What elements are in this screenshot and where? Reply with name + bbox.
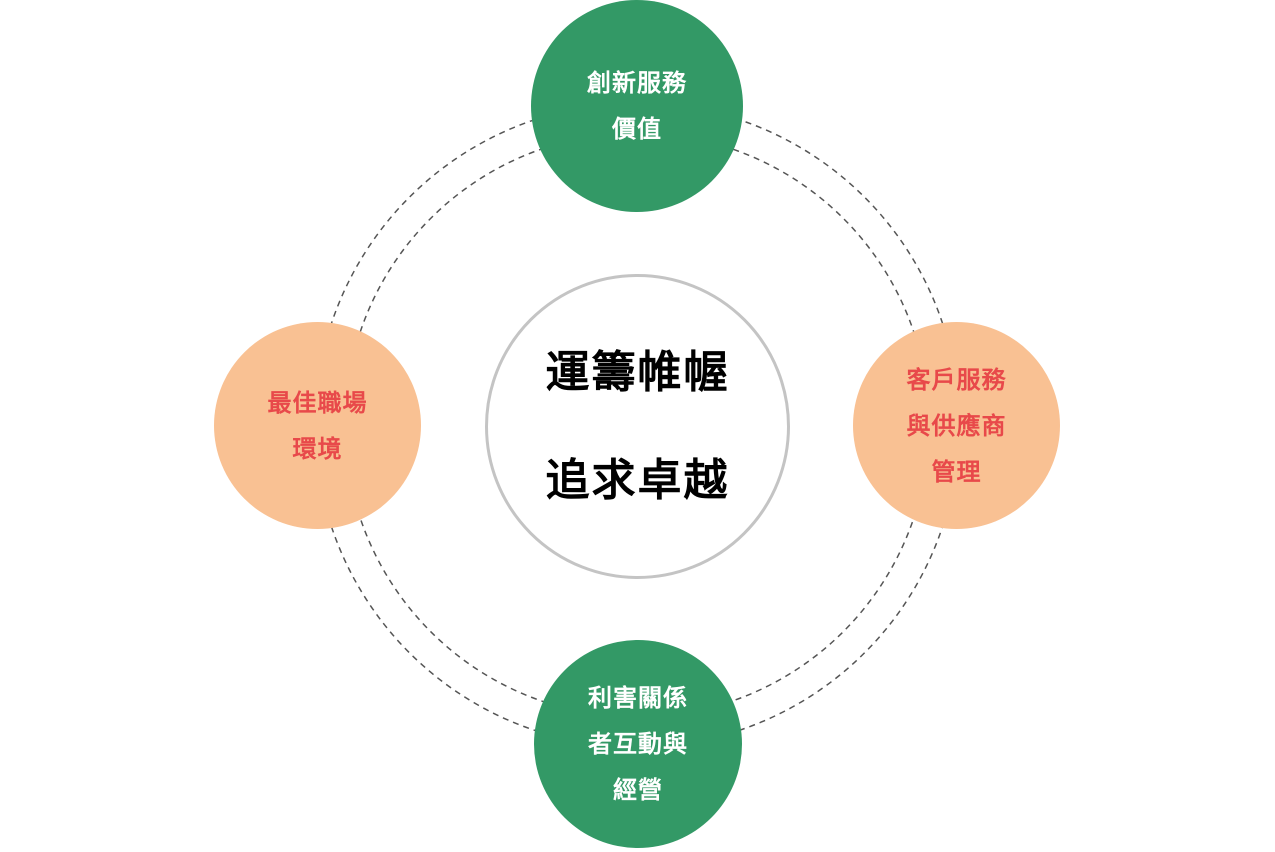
node-center-line-1: 運籌帷幄: [545, 346, 730, 398]
node-innovative-service-value: 創新服務 價值: [531, 0, 743, 212]
node-right-line-2: 與供應商: [906, 411, 1007, 440]
node-bottom-line-3: 經營: [613, 776, 663, 804]
node-right-line-1: 客戶服務: [906, 365, 1007, 394]
node-top-line-2: 價值: [612, 115, 662, 143]
node-left-line-2: 環境: [292, 434, 343, 463]
node-bottom-line-2: 者互動與: [588, 730, 688, 758]
node-center-line-2: 追求卓越: [545, 454, 730, 506]
node-center-strategy-excellence: 運籌帷幄 追求卓越: [485, 274, 790, 579]
node-customer-supplier-management: 客戶服務 與供應商 管理: [853, 322, 1060, 529]
node-stakeholder-engagement: 利害關係 者互動與 經營: [534, 640, 742, 848]
node-bottom-line-1: 利害關係: [588, 684, 688, 712]
node-best-workplace: 最佳職場 環境: [214, 322, 421, 529]
node-right-line-3: 管理: [931, 457, 982, 486]
node-top-line-1: 創新服務: [587, 69, 687, 97]
node-left-line-1: 最佳職場: [267, 388, 368, 417]
